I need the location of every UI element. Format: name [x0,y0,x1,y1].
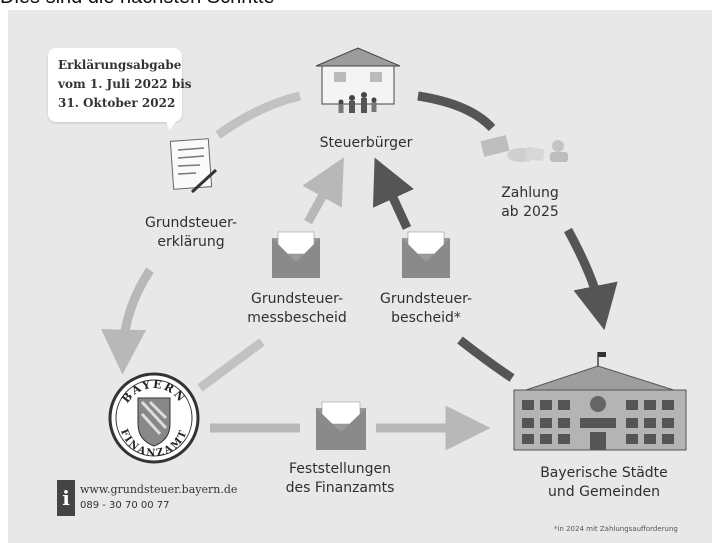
label-zahlung-line-1: Zahlung [501,185,559,201]
label-staedte-line-1: Bayerische Städte [540,465,668,481]
label-messbescheid-line-1: Grundsteuer- [250,291,344,307]
top-strip: Dies sind die nächsten Schritte [0,0,712,10]
label-zahlung-line-2: ab 2025 [501,204,559,220]
info-icon: i [57,480,75,516]
phone-number: 089 - 30 70 00 77 [80,500,170,511]
svg-text:BAYERN: BAYERN [119,378,188,406]
label-bescheid-line-2: bescheid* [391,310,461,326]
deadline-line-1: Erklärungsabgabe [58,58,182,72]
envelope-messbescheid-icon [272,231,320,278]
deadline-bubble-tail [165,116,181,130]
envelope-bescheid-icon [402,231,450,278]
house-family-icon [315,47,401,113]
label-messbescheid-line-2: messbescheid [247,310,347,326]
label-feststellungen: Feststellungen des Finanzamts [280,460,400,498]
payment-icon [480,135,568,162]
arrow-bescheid-to-buerger [372,157,414,230]
label-zahlung: Zahlung ab 2025 [488,184,572,222]
seal-top-text: BAYERN [119,378,186,406]
deadline-line-3: 31. Oktober 2022 [58,96,176,110]
deadline-line-2: vom 1. Juli 2022 bis [58,77,192,91]
label-staedte-line-2: und Gemeinden [548,484,660,500]
label-messbescheid: Grundsteuer- messbescheid [242,290,352,328]
arrow-buerger-to-zahlung [417,91,496,132]
label-bescheid: Grundsteuer- bescheid* [374,290,478,328]
footnote: *in 2024 mit Zahlungsaufforderung [554,525,678,533]
arrow-erklaerung-to-buerger [215,91,302,139]
label-erklaerung-line-1: Grundsteuer- [144,215,238,231]
arrow-bescheid-from-staedte [457,336,515,382]
finanzamt-seal-icon [108,372,200,464]
svg-text:FINANZAMT: FINANZAMT [118,428,190,460]
deadline-text: Erklärungsabgabe vom 1. Juli 2022 bis 31… [58,56,192,113]
label-feststellungen-line-1: Feststellungen [289,461,391,477]
town-hall-icon [513,352,687,451]
label-erklaerung-line-2: erklärung [157,234,225,250]
label-staedte: Bayerische Städte und Gemeinden [534,464,674,502]
deadline-bubble: Erklärungsabgabe vom 1. Juli 2022 bis 31… [48,48,192,122]
envelope-feststellungen-icon [316,401,366,450]
website-link[interactable]: www.grundsteuer.bayern.de [80,483,238,496]
label-bescheid-line-1: Grundsteuer- [379,291,473,307]
label-feststellungen-line-2: des Finanzamts [285,480,395,496]
arrow-zahlung-to-staedte [564,227,618,331]
seal-bottom-text: FINANZAMT [118,428,188,460]
arrow-finanzamt-to-messbescheid [197,338,265,392]
arrow-messbescheid-to-buerger [302,157,344,225]
label-steuerbuerger: Steuerbürger [319,135,413,151]
arrow-erklaerung-to-finanzamt [101,267,154,375]
label-grundsteuererklaerung: Grundsteuer- erklärung [136,214,246,252]
tax-form-icon [169,138,218,194]
top-strip-text: Dies sind die nächsten Schritte [0,0,275,9]
